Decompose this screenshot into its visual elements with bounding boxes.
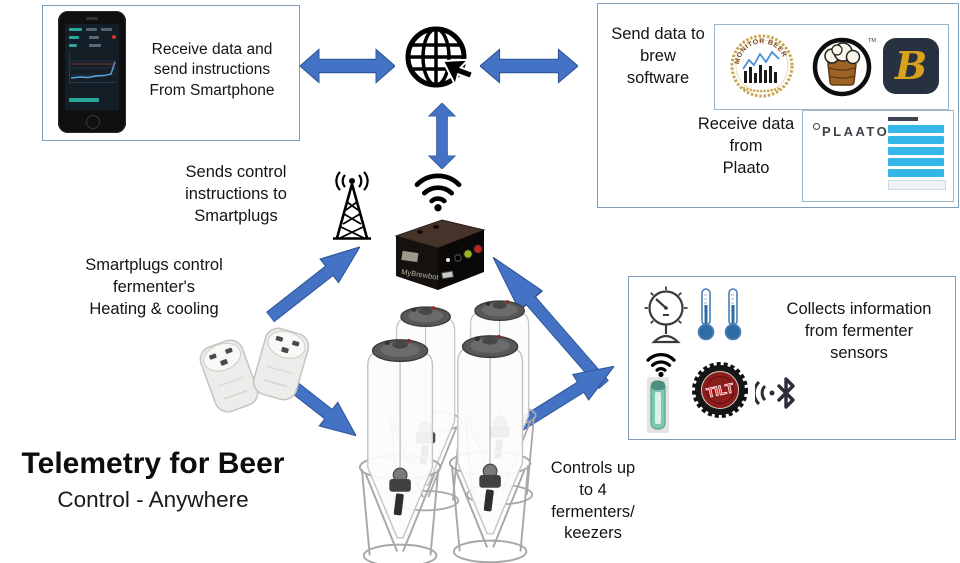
bluetooth-icon [752,373,801,413]
plaato-menu-header [888,117,918,121]
antenna-tower-icon [330,170,374,242]
cursor-icon [441,58,475,88]
controls-up-to-label: Controls up to 4 fermenters/ keezers [550,459,636,543]
plaato-logo-mark [813,123,820,130]
sensor-panel: Collects information from fermenter sens… [628,276,956,440]
plaato-menu-field [888,180,946,190]
arrow-hub-smartplugs [259,233,371,332]
send-data-caption: Send data to brew software [611,25,705,87]
sensor-caption: Collects information from fermenter sens… [786,300,932,362]
phone-home-button [86,115,100,129]
phone-app-tab [69,28,82,31]
arrow-internet-hub [426,103,458,169]
phone-app-tab [101,28,112,31]
trademark-text: TM [868,38,876,44]
arrow-internet-brewsoftware [480,46,578,86]
page-subtitle: Control - Anywhere [57,487,249,512]
thermometer-icon [722,287,744,341]
brewfather-letter: B [894,43,928,88]
smartplugs-control-label: Smartplugs control fermenter's Heating &… [85,256,223,318]
arrow-fermenters-sensors [506,351,623,443]
internet-globe-icon [398,20,478,100]
wifi-icon-small [645,351,677,377]
phone-chart [69,54,116,83]
thermometer-icon [695,287,717,341]
tilt-hydrometer-image [647,377,669,433]
plaato-menu-button [888,125,944,133]
tilt-logo: TILT [691,361,749,419]
phone-alert-dot [112,35,116,39]
title-block: Telemetry for Beer Control - Anywhere [10,447,296,513]
plaato-menu-button [888,158,944,166]
wifi-icon [412,170,464,212]
arrow-sensors-hub [479,245,617,396]
smartphone-image [58,11,126,133]
plaato-menu-button [888,169,944,177]
smartphone-caption: Receive data and send instructions From … [149,41,275,99]
monitor-beer-logo: MONITOR BEER [729,33,795,101]
smartplugs-image [193,322,328,417]
hub-device: MyBrewbot [382,214,494,292]
fermenters-image [342,296,552,563]
phone-speaker [86,17,98,20]
beer-mug-logo: TM [810,33,876,101]
plaato-menu-button [888,147,944,155]
sends-control-label: Sends control instructions to Smartplugs [185,163,287,225]
phone-app-tab [86,28,97,31]
brew-logos-box: MONITOR BEER [714,24,949,110]
plaato-screenshot: PLAATO [802,110,954,202]
brewfather-logo: B [883,38,939,94]
page-title: Telemetry for Beer [21,447,285,480]
pressure-gauge-icon [643,285,689,345]
plaato-menu-button [888,136,944,144]
tilt-logo-text: TILT [705,380,736,401]
plaato-menu [888,117,946,190]
smartphone-panel: Receive data and send instructions From … [42,5,300,141]
brew-software-panel: Send data to brew software MONITOR BEER [597,3,959,208]
plaato-logo: PLAATO [813,123,889,139]
phone-screen [65,24,119,110]
receive-data-caption: Receive data from Plaato [697,115,795,177]
arrow-smartphone-internet [300,46,395,86]
